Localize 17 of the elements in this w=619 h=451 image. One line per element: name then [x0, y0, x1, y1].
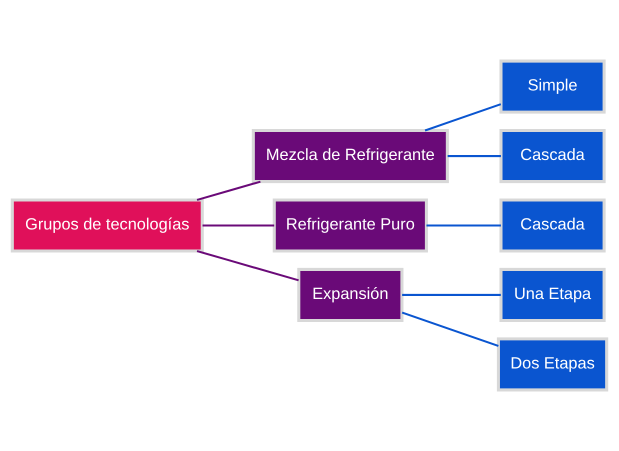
node-box: Cascada [499, 198, 606, 253]
connector [448, 155, 501, 158]
node-box: Cascada [499, 129, 606, 184]
connector [424, 103, 502, 132]
node-box: Grupos de tecnologías [10, 198, 204, 253]
connector [196, 250, 299, 282]
node-box: Refrigerante Puro [272, 198, 428, 253]
node-box: Mezcla de Refrigerante [252, 129, 449, 184]
connector [402, 312, 499, 347]
node-box: Dos Etapas [496, 337, 608, 392]
connector [196, 180, 261, 201]
node-box: Expansión [297, 268, 404, 322]
node-box: Una Etapa [499, 268, 606, 322]
connector [202, 224, 274, 227]
connector [426, 224, 501, 227]
connector [402, 294, 501, 296]
node-box: Simple [499, 60, 606, 114]
